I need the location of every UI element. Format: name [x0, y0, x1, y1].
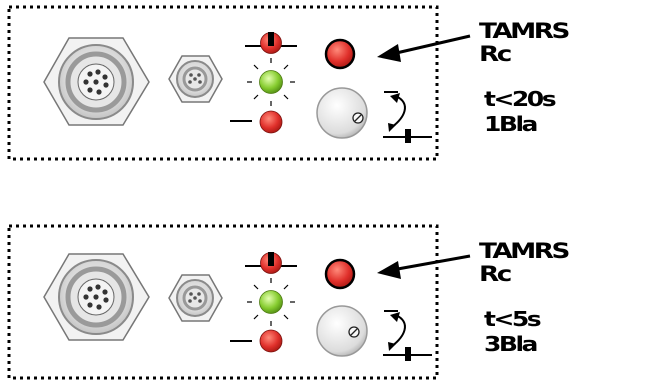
rotary-knob[interactable]: [316, 87, 368, 139]
led-bottom-red: [259, 329, 283, 353]
side-label-line2: Rc: [479, 42, 512, 66]
panel-lower: [7, 224, 471, 380]
panel-border: [7, 5, 439, 161]
led-bottom-red: [259, 110, 283, 134]
rotary-knob[interactable]: [316, 305, 368, 357]
large-connector-icon: [43, 253, 150, 341]
timing-label-line1: t<5s: [484, 307, 542, 331]
side-label-line1: TAMRS: [479, 19, 570, 43]
side-label-line1: TAMRS: [479, 239, 570, 263]
led-column: [230, 32, 297, 134]
small-connector-icon: [168, 274, 223, 322]
panel-border: [7, 224, 439, 380]
small-connector-icon: [168, 55, 223, 103]
pointer-arrow-icon: [377, 254, 471, 279]
rotation-arrow-icon: [383, 310, 432, 361]
led-green-blinking: [247, 58, 295, 106]
red-push-button[interactable]: [324, 38, 356, 70]
led-green-blinking: [247, 278, 295, 326]
large-connector-icon: [43, 37, 150, 126]
side-label-line2: Rc: [479, 262, 512, 286]
led-column: [230, 252, 297, 353]
timing-label-line2: 3Bla: [484, 332, 538, 356]
panel-upper: [7, 5, 471, 161]
timing-label-line2: 1Bla: [484, 112, 538, 136]
timing-label-line1: t<20s: [484, 87, 557, 111]
red-push-button[interactable]: [324, 258, 356, 290]
rotation-arrow-icon: [383, 91, 432, 143]
pointer-arrow-icon: [377, 34, 471, 62]
